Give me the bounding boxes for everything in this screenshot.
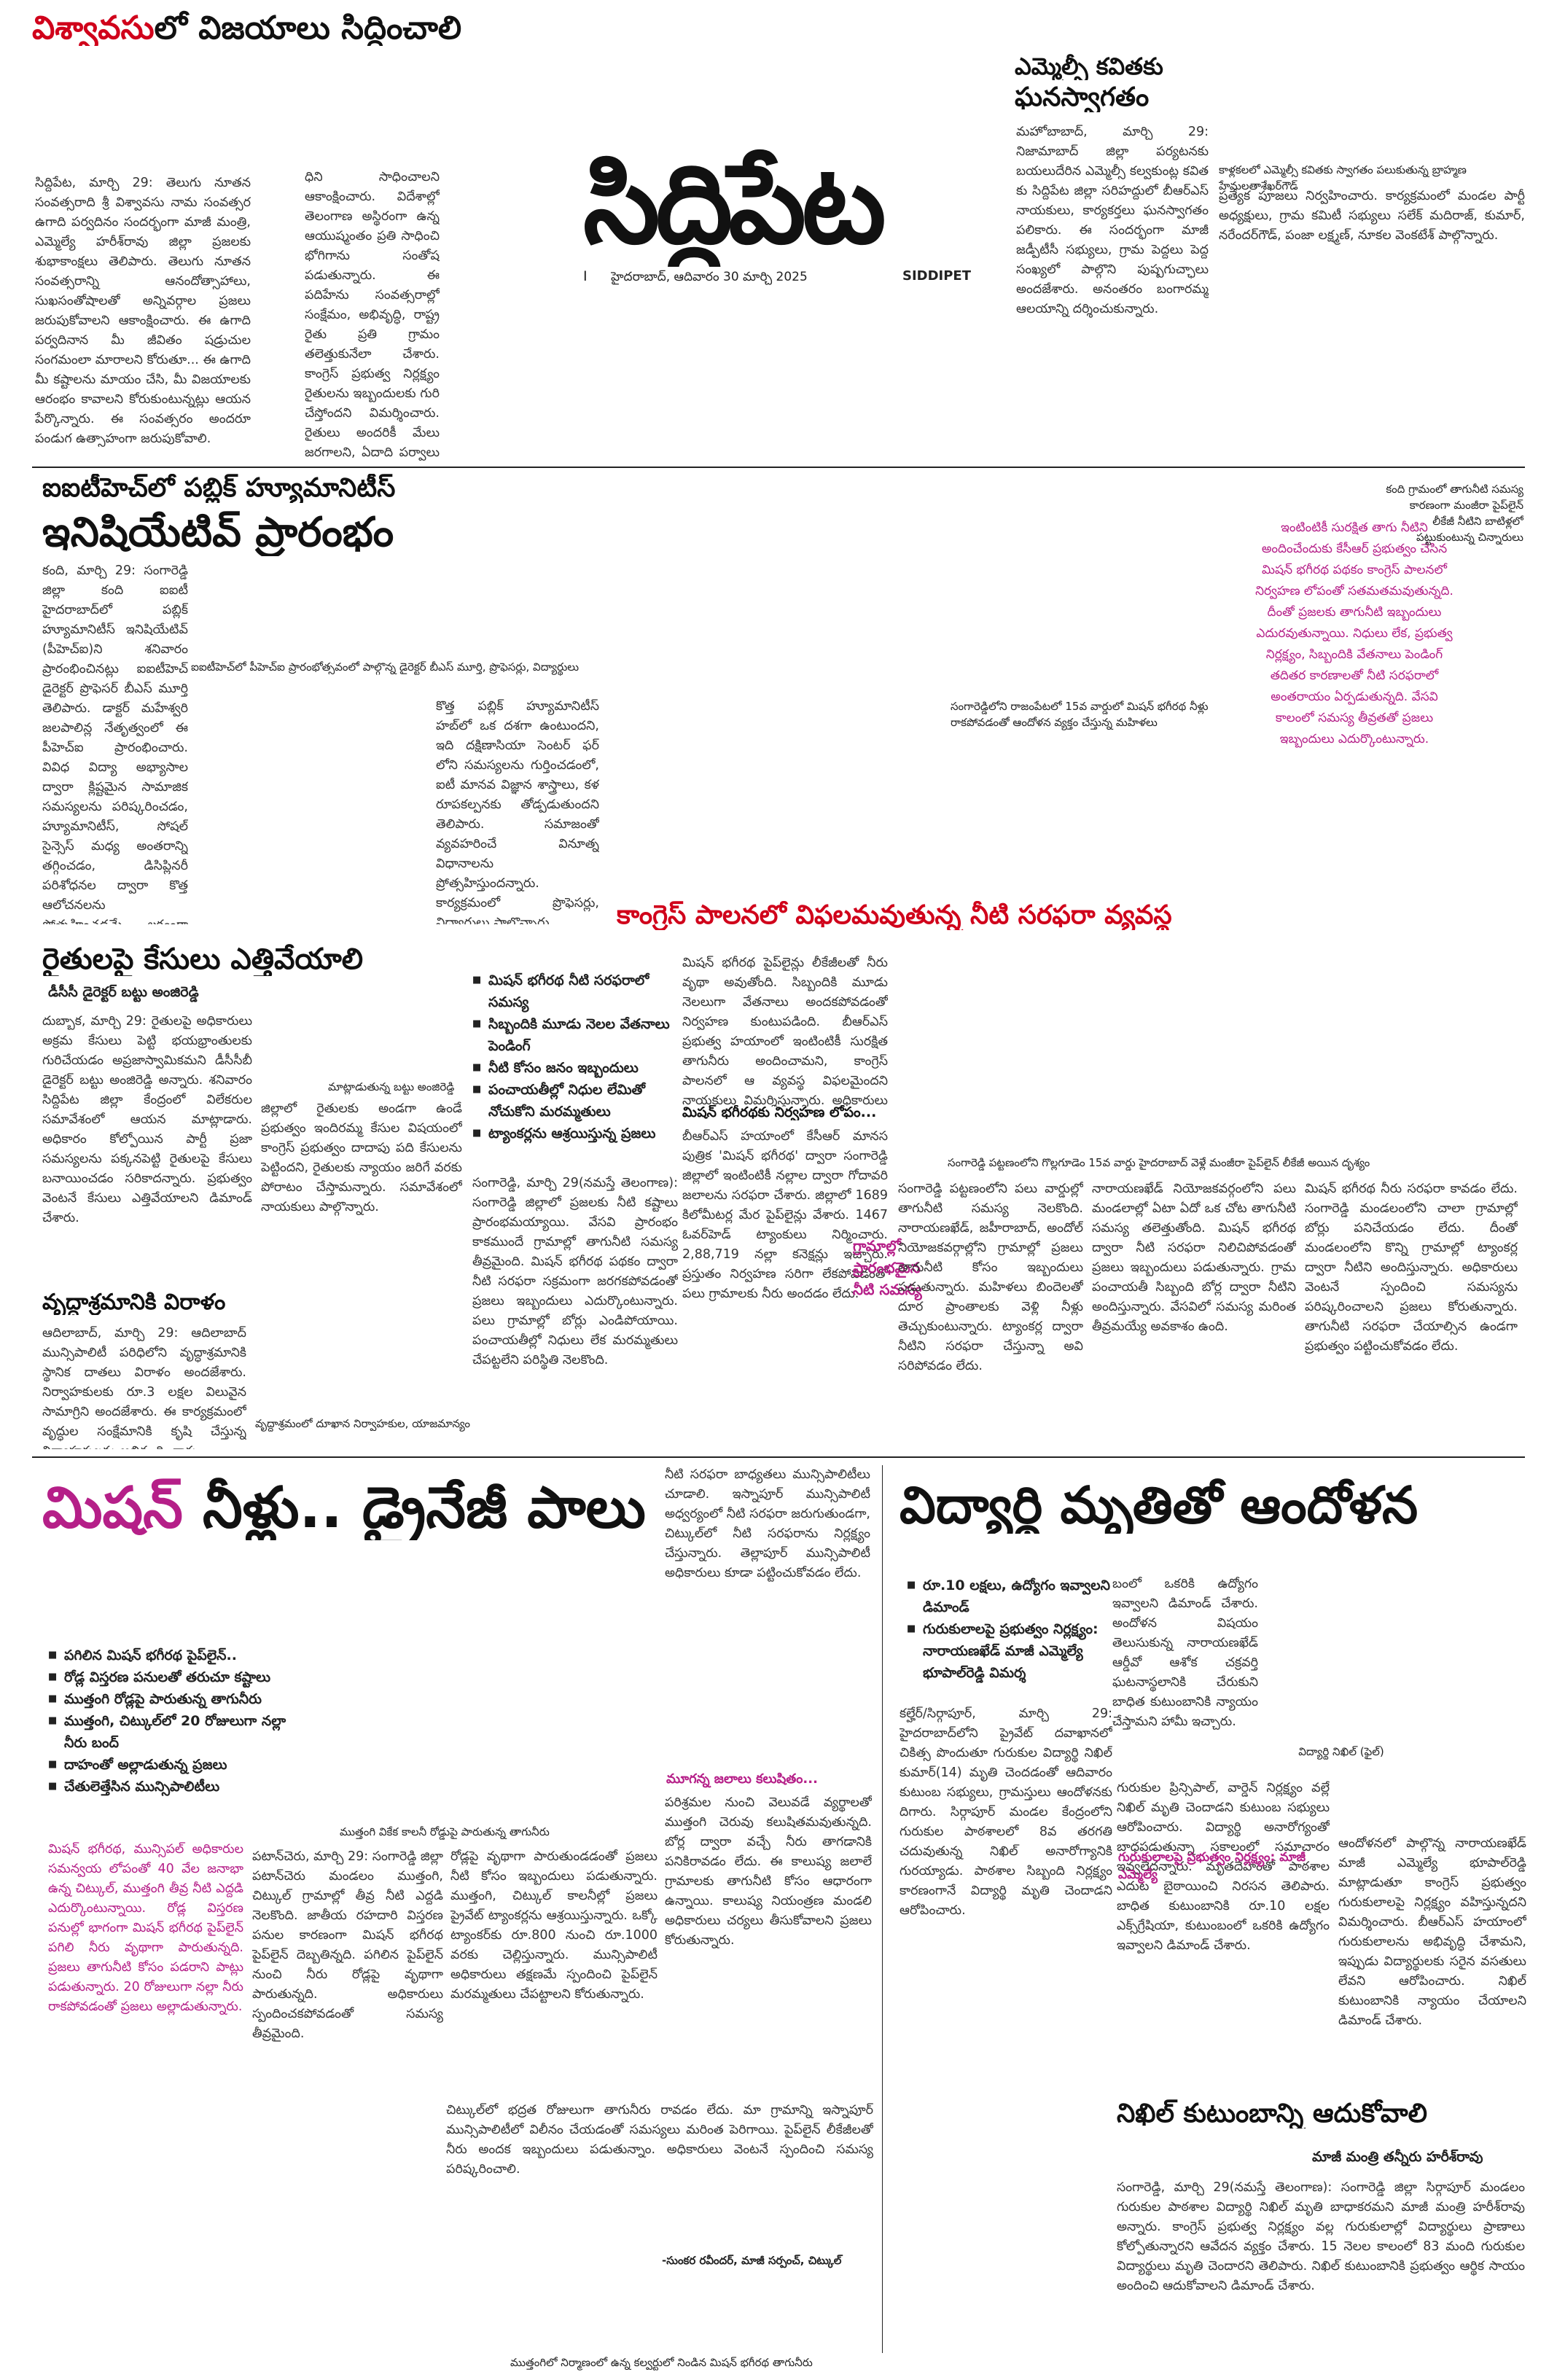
water-bullets: మిషన్ భగీరథ నీటి సరఫరాలో సమస్య సిబ్బందిక…: [472, 969, 679, 1144]
farmers-photo-caption: మాట్లాడుతున్న బట్టు అంజిరెడ్డి: [328, 1080, 455, 1093]
farmers-body: దుబ్బాక, మార్చి 29: రైతులపై అధికారులు అక…: [42, 1014, 252, 1225]
rule-bottom-center: [882, 1465, 883, 2353]
iith-body-1: కంది, మార్చి 29: సంగారెడ్డి జిల్లా కంది …: [42, 563, 188, 924]
iith-headline-1: ఐఐటీహెచ్‌లో పబ్లిక్ హ్యూమానిటీస్: [42, 474, 396, 503]
drainage-bullets: పగిలిన మిషన్ భగీరథ పైప్‌లైన్.. రోడ్ల విస…: [48, 1644, 311, 1798]
drainage-quote-head: మూగన్న జలాలు కలుషితం...: [666, 1771, 818, 1787]
iith-body-2: కొత్త పబ్లిక్ హ్యూమానిటీస్ హబ్‌లో ఒక దశగ…: [436, 699, 599, 924]
water-pull-quote: ఇంటింటికీ సురక్షిత తాగు నీటిని అందించేంద…: [1255, 520, 1453, 746]
drainage-caption-bottom: ముత్తంగిలో నిర్మాణంలో ఉన్న కల్వర్టులో ని…: [510, 2356, 813, 2369]
water-body-6: మిషన్ భగీరథ నీరు సరఫరా కావడం లేదు. సంగార…: [1305, 1182, 1518, 1354]
student-body-3: ఆందోళనలో పాల్గొన్న నారాయణఖేడ్ మాజీ ఎమ్మె…: [1338, 1836, 1526, 2028]
drainage-bullet-6: చేతులెత్తేసిన మున్సిపాలిటీలు: [48, 1776, 311, 1798]
water-body-2: మిషన్ భగీరథ పైప్‌లైన్లు లీకేజీలతో నీరు వ…: [682, 956, 888, 1107]
mlc-photo-caption: కాళ్లకలలో ఎమ్మెల్సీ కవితకు స్వాగతం పలుకు…: [1219, 163, 1467, 192]
student-body-4: సంగారెడ్డి, మార్చి 29(నమస్తే తెలంగాణ): స…: [1117, 2180, 1525, 2293]
water-headline: కాంగ్రెస్ పాలనలో విఫలమవుతున్న నీటి సరఫరా…: [617, 901, 1172, 930]
iith-photo-caption: ఐఐటీహెచ్‌లో పీహెచ్‌ఐ ప్రారంభోత్సవంలో పాల…: [191, 660, 580, 674]
student-quote-head: గురుకులాలపై ప్రభుత్వం నిర్లక్ష్యం: మాజీ …: [1118, 1850, 1306, 1882]
drainage-bullet-4: ముత్తంగి, చిట్కుల్‌లో 20 రోజులుగా నల్లా …: [48, 1710, 311, 1754]
water-bullet-4: పంచాయతీల్లో నిధుల లేమితో నోచుకోని మరమ్మత…: [472, 1079, 679, 1123]
water-bullet-5: ట్యాంకర్లను ఆశ్రయిస్తున్న ప్రజలు: [472, 1123, 679, 1144]
water-body-4: సంగారెడ్డి పట్టణంలోని పలు వార్డుల్లో తాగ…: [898, 1182, 1083, 1373]
drainage-quote-by: -సుంకర రవీందర్, మాజీ సర్పంచ్, చిట్కుల్: [662, 2254, 842, 2267]
masthead-english: SIDDIPET: [902, 268, 972, 284]
mlc-headline-2: ఘనస్వాగతం: [1015, 83, 1150, 112]
water-subhead: మిషన్ భగీరథకు నిర్వహణ లోపం...: [682, 1105, 877, 1120]
water-photo-caption-mid: సంగారెడ్డి పట్టణంలోని గొల్లగూడెం 15వ వార…: [948, 1156, 1370, 1169]
oldage-body: ఆదిలాబాద్, మార్చి 29: ఆదిలాబాద్ మున్సిపా…: [42, 1326, 246, 1449]
drainage-body-5: పరిశ్రమల నుంచి వెలువడే వ్యర్థాలతో ముత్తం…: [665, 1795, 872, 1948]
student-body-1: కల్హేర్/సిర్గాపూర్, మార్చి 29: హైదరాబాద్…: [900, 1706, 1112, 1918]
drainage-headline: మిషన్ నీళ్లు.. డ్రైనేజీ పాలు: [42, 1477, 646, 1541]
student-subhead: నిఖిల్ కుటుంబాన్ని ఆదుకోవాలి: [1117, 2099, 1427, 2129]
masthead-title: సిద్దిపేట: [583, 143, 886, 267]
mlc-headline-1: ఎమ్మెల్సీ కవితకు: [1015, 54, 1163, 80]
drainage-body-4: నీటి సరఫరా బాధ్యతలు మున్సిపాలిటీలు చూడాల…: [665, 1467, 870, 1580]
drainage-body-2: పటాన్‌చెరు, మార్చి 29: సంగారెడ్డి జిల్లా…: [252, 1849, 443, 2041]
iith-headline-2: ఇనిషియేటివ్ ప్రారంభం: [42, 510, 394, 556]
water-body-3: బీఆర్‌ఎస్ హయాంలో కేసీఆర్ మానస పుత్రిక 'మ…: [682, 1129, 888, 1301]
water-body-5: నారాయణఖేడ్ నియోజకవర్గంలోని పలు మండలాల్లో…: [1092, 1182, 1296, 1334]
mlc-body: మహోబాబాద్, మార్చి 29: నిజామాబాద్ జిల్లా …: [1016, 125, 1209, 316]
divider-top: [32, 467, 1525, 468]
student-body-2: గురుకుల ప్రిన్సిపాల్, వార్డెన్ నిర్లక్ష్…: [1117, 1781, 1330, 1953]
water-body-1: సంగారెడ్డి, మార్చి 29(నమస్తే తెలంగాణ): స…: [472, 1176, 678, 1367]
mlc-body-2: ప్రత్యేక పూజలు నిర్వహించారు. కార్యక్రమంల…: [1219, 189, 1525, 243]
drainage-body-6: చిట్కుల్‌లో భద్రత రోజులుగా తాగునీరు రావడ…: [446, 2103, 873, 2177]
water-bullet-3: నీటి కోసం జనం ఇబ్బందులు: [472, 1057, 679, 1079]
student-photo-caption: విద్యార్థి నిఖిల్ (ఫైల్): [1298, 1745, 1384, 1758]
water-photo-caption-kandi: కంది గ్రామంలో తాగునీటి సమస్య కారణంగా మంజ…: [1386, 483, 1523, 544]
student-bullet-2: గురుకులాలపై ప్రభుత్వం నిర్లక్ష్యం: నారాయ…: [907, 1618, 1123, 1684]
water-bullet-1: మిషన్ భగీరథ నీటి సరఫరాలో సమస్య: [472, 969, 679, 1013]
student-body-side: బంలో ఒకరికి ఉద్యోగం ఇవ్వాలని డిమాండ్ చేశ…: [1112, 1577, 1258, 1729]
student-headline: విద్యార్థి మృతితో ఆందోళన: [900, 1477, 1419, 1534]
farmers-body-2: జిల్లాలో రైతులకు అండగా ఉండే ప్రభుత్వం ఇం…: [261, 1101, 462, 1214]
masthead-folio: I: [583, 268, 588, 284]
drainage-body-3: రోడ్లపై వృథాగా పారుతుండడంతో ప్రజలు నీటి …: [450, 1849, 657, 2002]
drainage-bullet-5: దాహంతో అల్లాడుతున్న ప్రజలు: [48, 1754, 311, 1776]
divider-mid: [32, 1456, 1525, 1458]
farmers-byline: డీసీసీ డైరెక్టర్ బట్టు అంజిరెడ్డి: [48, 984, 199, 1000]
ugadi-headline: విశ్వావసులో విజయాలు సిద్ధించాలి: [32, 10, 462, 47]
student-bullets: రూ.10 లక్షలు, ఉద్యోగం ఇవ్వాలని డిమాండ్ గ…: [907, 1575, 1123, 1684]
iith-photo: [192, 557, 455, 652]
oldage-photo-caption: వృద్ధాశ్రమంలో దూఖాన నిర్వాహకుల, యాజమాన్య…: [255, 1417, 471, 1430]
student-bullet-1: రూ.10 లక్షలు, ఉద్యోగం ఇవ్వాలని డిమాండ్: [907, 1575, 1123, 1618]
drainage-bullet-3: ముత్తంగి రోడ్లపై పారుతున్న తాగునీరు: [48, 1688, 311, 1710]
water-photo-caption-top: సంగారెడ్డిలోని రాజంపేటలో 15వ వార్డులో మి…: [951, 700, 1209, 729]
student-byline: మాజీ మంత్రి తన్నీరు హరీశ్‌రావు: [1312, 2149, 1483, 2165]
water-bullet-2: సిబ్బందికి మూడు నెలల వేతనాలు పెండింగ్: [472, 1013, 679, 1057]
farmers-headline: రైతులపై కేసులు ఎత్తివేయాలి: [42, 943, 364, 976]
oldage-headline: వృద్ధాశ్రమానికి విరాళం: [42, 1290, 226, 1315]
drainage-bullet-2: రోడ్ల విస్తరణ పనులతో తరుచూ కష్టాలు: [48, 1666, 311, 1688]
drainage-photo-caption: ముత్తంగి వికేక కాలనీ రోడ్డుపై పారుతున్న …: [340, 1825, 550, 1838]
drainage-bullet-1: పగిలిన మిషన్ భగీరథ పైప్‌లైన్..: [48, 1644, 311, 1666]
masthead-dateline: హైదరాబాద్, ఆదివారం 30 మార్చి 2025: [611, 270, 808, 284]
drainage-body-1: మిషన్ భగీరథ, మున్సిపల్ అధికారుల సమన్వయ ల…: [48, 1842, 243, 2014]
ugadi-body-col2: ధిని సాధించాలని ఆకాంక్షించారు. విదేశాల్ల…: [305, 170, 440, 460]
ugadi-body-col1: సిద్దిపేట, మార్చి 29: తెలుగు నూతన సంవత్స…: [35, 176, 251, 446]
water-pull-quote-small: గ్రామాల్లో ప్రారంభమైన నీటి సమస్య: [853, 1237, 922, 1298]
